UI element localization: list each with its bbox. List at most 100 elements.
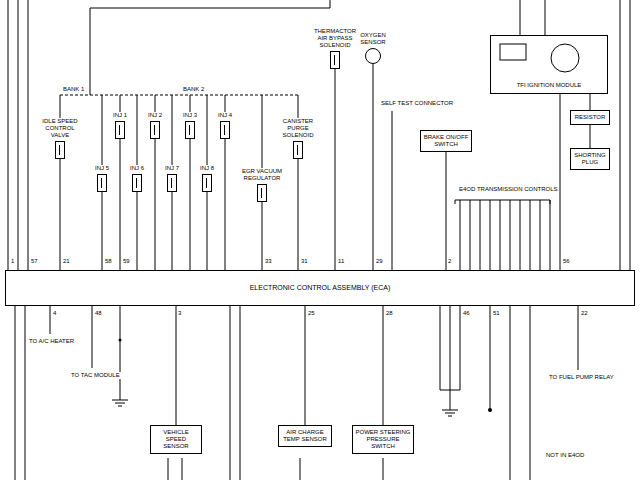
wire-note: BANK 2 (182, 86, 205, 93)
fuel-injector: INJ 8 (192, 165, 222, 192)
solenoid-symbol (132, 174, 142, 192)
wire-note: SELF TEST CONNECTOR (380, 100, 454, 107)
pin-number: 46 (462, 310, 471, 317)
component-label: EGR VACUUM REGULATOR (240, 168, 284, 182)
solenoid-symbol (220, 121, 230, 139)
component-label: INJ 7 (157, 165, 187, 172)
component-label: TFI IGNITION MODULE (494, 82, 604, 89)
pin-number: 11 (337, 258, 345, 265)
component-label: SHORTING PLUG (573, 152, 607, 166)
fuel-injector: INJ 6 (122, 165, 152, 192)
component-label: THERMACTOR AIR BYPASS SOLENOID (310, 28, 360, 49)
sensor-symbol (365, 48, 381, 64)
wire-connector (190, 139, 191, 270)
component-label: VEHICLE SPEED SENSOR (153, 429, 199, 450)
fuel-injector: INJ 1 (105, 112, 135, 139)
pin-number: 56 (562, 258, 571, 265)
pin-number: 48 (94, 310, 103, 317)
pin-number: 51 (492, 310, 501, 317)
wire-connector (305, 306, 306, 425)
wire-connector (335, 69, 336, 270)
wire-connector (373, 64, 374, 270)
wire-connector (560, 94, 561, 270)
component-label: RESISTOR (573, 114, 607, 121)
pin-number: 33 (264, 258, 273, 265)
sensor-box: VEHICLE SPEED SENSOR (150, 425, 202, 454)
solenoid-symbol (97, 174, 107, 192)
pin-number: 57 (30, 258, 39, 265)
fuel-injector: INJ 2 (140, 112, 170, 139)
wire-connector (120, 139, 121, 270)
solenoid-symbol (330, 51, 340, 69)
component-label: AIR CHARGE TEMP SENSOR (281, 429, 329, 443)
component-label: INJ 5 (87, 165, 117, 172)
component-label: INJ 6 (122, 165, 152, 172)
fuel-injector: INJ 5 (87, 165, 117, 192)
component-label: INJ 3 (175, 112, 205, 119)
pin-number: 2 (447, 258, 452, 265)
plug-box: SHORTING PLUG (570, 148, 610, 170)
pin-number: 28 (385, 310, 394, 317)
resistor-box: RESISTOR (570, 110, 610, 125)
solenoid-valve: IDLE SPEED CONTROL VALVE (36, 118, 84, 159)
ignition-module: TFI IGNITION MODULE (490, 35, 608, 94)
wire-connector (590, 94, 591, 110)
component-label: INJ 2 (140, 112, 170, 119)
switch-box: POWER STEERING PRESSURE SWITCH (352, 425, 414, 454)
solenoid-valve: EGR VACUUM REGULATOR (240, 168, 284, 202)
solenoid-symbol (293, 141, 303, 159)
pin-number: 29 (375, 258, 384, 265)
wire-note: NOT IN E4OD (545, 452, 585, 459)
component-label: INJ 4 (210, 112, 240, 119)
switch-box: BRAKE ON/OFF SWITCH (420, 130, 472, 152)
pin-number: 3 (177, 310, 182, 317)
wire-connector (383, 306, 384, 425)
component-label: POWER STEERING PRESSURE SWITCH (355, 429, 411, 450)
fuel-injector: INJ 7 (157, 165, 187, 192)
pin-number: 22 (580, 310, 589, 317)
fuel-injector: INJ 4 (210, 112, 240, 139)
wire-connector (137, 192, 138, 270)
component-label: OXYGEN SENSOR (350, 32, 396, 46)
wire-note: TO A/C HEATER (28, 338, 75, 345)
wire-connector (298, 159, 299, 270)
sensor-circle: OXYGEN SENSOR (350, 32, 396, 64)
pin-number: 25 (307, 310, 316, 317)
solenoid-symbol (55, 141, 65, 159)
wire-note: E4OD TRANSMISSION CONTROLS (458, 186, 559, 193)
pin-number: 31 (300, 258, 309, 265)
solenoid-symbol (115, 121, 125, 139)
control-assembly: ELECTRONIC CONTROL ASSEMBLY (ECA) (5, 270, 635, 306)
wire-connector (172, 192, 173, 270)
pin-number: 58 (104, 258, 113, 265)
wire-connector (176, 306, 177, 425)
component-label: IDLE SPEED CONTROL VALVE (36, 118, 84, 139)
wire-connector (225, 139, 226, 270)
component-label: INJ 8 (192, 165, 222, 172)
component-label: BRAKE ON/OFF SWITCH (423, 134, 469, 148)
wire-connector (102, 192, 103, 270)
wire-connector (446, 152, 447, 270)
pin-number: 4 (52, 310, 57, 317)
wire-connector (155, 139, 156, 270)
wire-note: BANK 1 (62, 86, 85, 93)
wire-note: TO TAC MODULE (70, 372, 121, 379)
component-label: INJ 1 (105, 112, 135, 119)
solenoid-valve: CANISTER PURGE SOLENOID (276, 118, 320, 159)
wire-connector (207, 192, 208, 270)
wire-note: TO FUEL PUMP RELAY (548, 374, 615, 381)
pin-number: 59 (122, 258, 131, 265)
component-label: CANISTER PURGE SOLENOID (276, 118, 320, 139)
component-label: ELECTRONIC CONTROL ASSEMBLY (ECA) (250, 284, 391, 292)
pin-number: 21 (62, 258, 71, 265)
pin-number: 1 (10, 258, 15, 265)
solenoid-symbol (185, 121, 195, 139)
solenoid-symbol (167, 174, 177, 192)
sensor-box: AIR CHARGE TEMP SENSOR (278, 425, 332, 447)
wire-connector (590, 125, 591, 148)
solenoid-valve: THERMACTOR AIR BYPASS SOLENOID (310, 28, 360, 69)
wire-connector (60, 159, 61, 270)
